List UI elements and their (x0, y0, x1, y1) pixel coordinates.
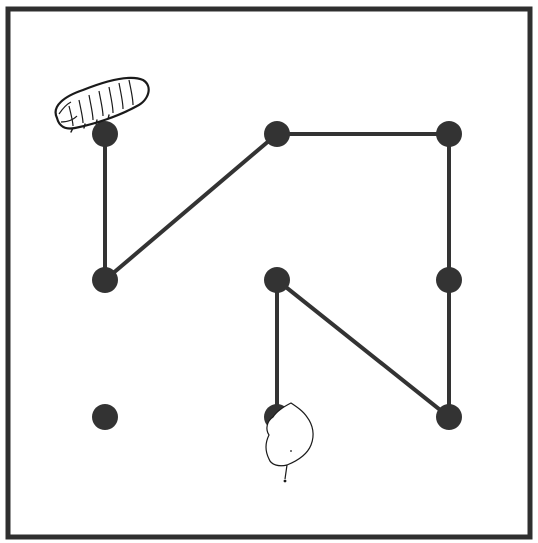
grid-dot (92, 267, 118, 293)
grid-dot (92, 121, 118, 147)
grid-dot (436, 267, 462, 293)
grid-dot (264, 121, 290, 147)
grid-dot (436, 121, 462, 147)
grid-dot (264, 267, 290, 293)
grid-dot (92, 404, 118, 430)
grid-dot (436, 404, 462, 430)
